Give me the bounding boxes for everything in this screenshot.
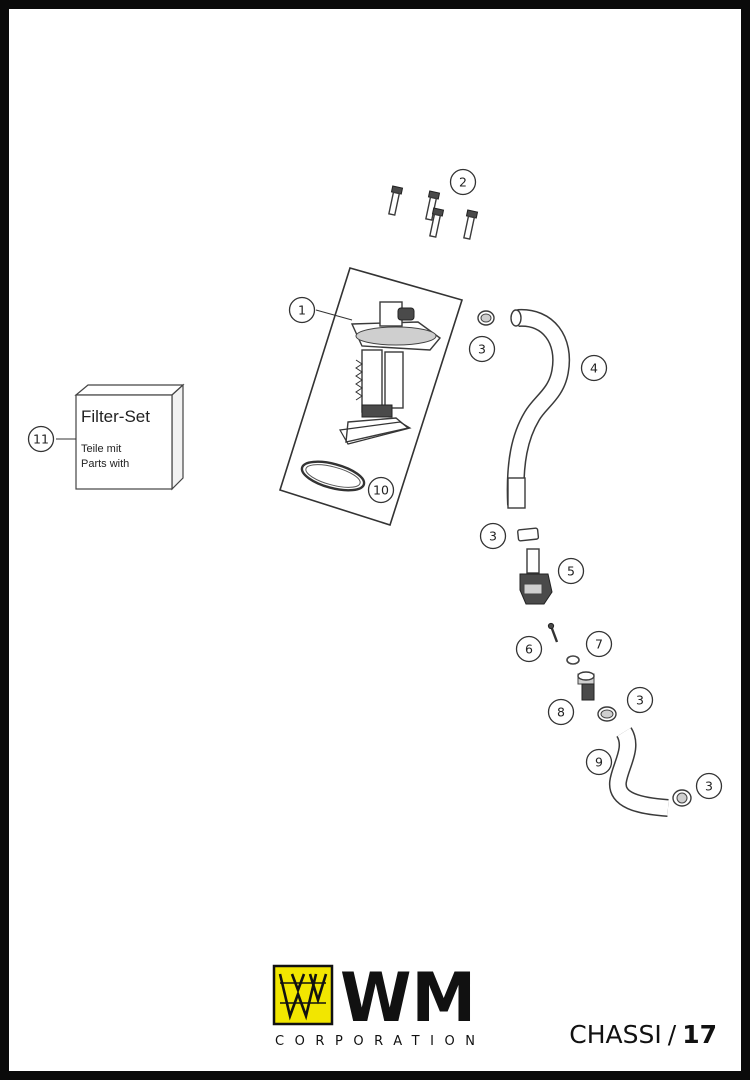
callout-6: 6 [515,635,543,663]
logo-subtitle: CORPORATION [275,1034,475,1049]
callout-1: 1 [288,296,316,324]
callout-4: 4 [580,354,608,382]
callout-9: 9 [585,748,613,776]
callout-8: 8 [547,698,575,726]
svg-text:1: 1 [298,303,306,318]
fuel-pump-unit-part-1 [278,267,464,527]
connector-part-5 [519,548,553,605]
svg-text:8: 8 [557,705,565,720]
filter-set-line1: Teile mit [81,443,121,455]
clamp-part-3-a [477,310,495,326]
clamp-part-3-c [597,706,617,722]
svg-text:3: 3 [636,693,644,708]
callout-3b: 3 [479,522,507,550]
section-name: CHASSI [569,1020,662,1049]
svg-text:2: 2 [459,175,467,190]
callouts: 1 2 3 3 3 3 4 5 6 7 8 9 10 11 [27,168,723,800]
filter-set-box-part-11: Filter-Set Teile mit Parts with [74,383,185,491]
svg-text:3: 3 [705,779,713,794]
clamp-part-3-d [672,789,692,807]
callout-7: 7 [585,630,613,658]
svg-text:7: 7 [595,637,603,652]
svg-text:4: 4 [590,361,598,376]
fuel-hose-part-9 [609,727,669,817]
page-footer-title: CHASSI/17 [569,1020,717,1050]
footer-separator: / [667,1020,677,1049]
logo-wordmark: WM [340,959,476,1038]
callout-3a: 3 [468,335,496,363]
svg-text:3: 3 [489,529,497,544]
filter-set-title: Filter-Set [81,407,150,426]
svg-text:9: 9 [595,755,603,770]
callout-3c: 3 [626,686,654,714]
screw-part-6 [547,622,559,643]
page-number: 17 [682,1020,717,1049]
callout-3d: 3 [695,772,723,800]
oring-part-7 [566,655,580,665]
leader-lines [56,309,353,440]
fitting-part-8 [577,671,595,701]
wm-corporation-logo: WM CORPORATION [272,959,476,1049]
callout-11: 11 [27,425,55,453]
clamp-part-3-b [517,527,540,542]
filter-set-line2: Parts with [81,458,129,470]
svg-text:3: 3 [478,342,486,357]
screws-part-2 [388,185,479,240]
svg-text:11: 11 [33,432,49,447]
callout-5: 5 [557,557,585,585]
callout-2: 2 [449,168,477,196]
svg-text:5: 5 [567,564,575,579]
svg-text:10: 10 [373,483,389,498]
fuel-hose-part-4 [506,308,571,509]
callout-10: 10 [367,476,395,504]
svg-text:6: 6 [525,642,533,657]
